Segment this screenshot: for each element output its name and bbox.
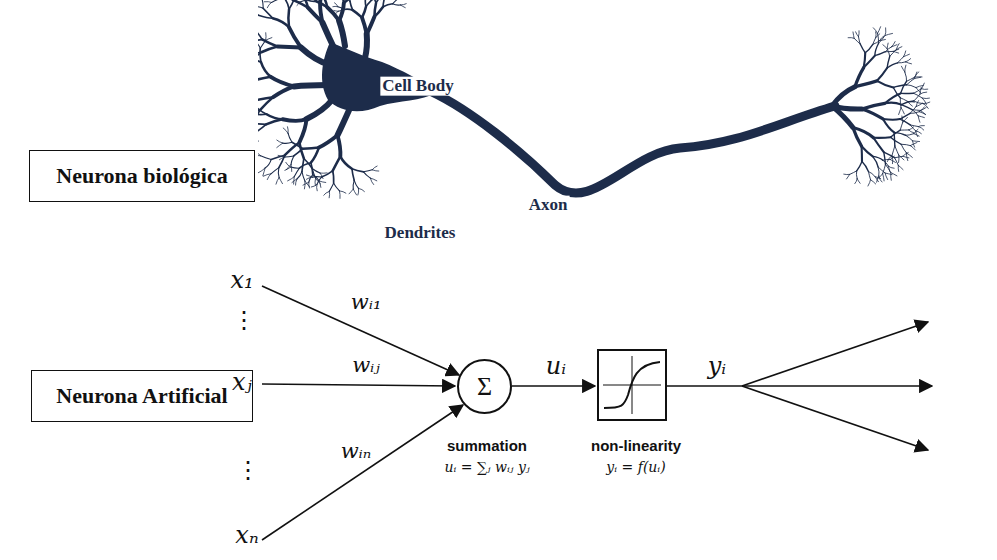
axon [432, 92, 835, 193]
sum-symbol: Σ [477, 372, 492, 402]
part-label: Cell Body [380, 77, 455, 96]
caption-label: non-linearity [591, 438, 681, 455]
box-title: Neurona Artificial [56, 383, 227, 409]
signal-label: yᵢ [708, 353, 726, 379]
caption-label: summation [447, 438, 527, 455]
input-variable: xⱼ [232, 369, 252, 395]
box-title: Neurona biológica [56, 163, 227, 189]
input-arrows [262, 286, 932, 540]
input-variable: xₙ [235, 522, 258, 548]
signal-label: uᵢ [546, 353, 566, 379]
weight-label: wᵢ₁ [351, 291, 382, 314]
input-variable: x₁ [230, 267, 253, 293]
activation-box [598, 350, 666, 420]
formula: yᵢ = f(uᵢ) [606, 460, 665, 475]
ellipsis: ⋮ [232, 307, 256, 333]
weight-label: wᵢₙ [341, 440, 372, 463]
sigmoid-symbol [603, 356, 661, 414]
summation-circle: Σ [457, 359, 512, 414]
formula: uᵢ = ∑ⱼ wᵢⱼ yⱼ [444, 460, 529, 475]
neuron-branches [258, 0, 930, 198]
title-box: Neurona biológica [29, 150, 255, 202]
ellipsis: ⋮ [236, 457, 260, 483]
title-box: Neurona Artificial [31, 370, 253, 422]
part-label: Axon [527, 196, 570, 215]
weight-label: wᵢⱼ [352, 354, 380, 377]
part-label: Dendrites [383, 224, 458, 243]
